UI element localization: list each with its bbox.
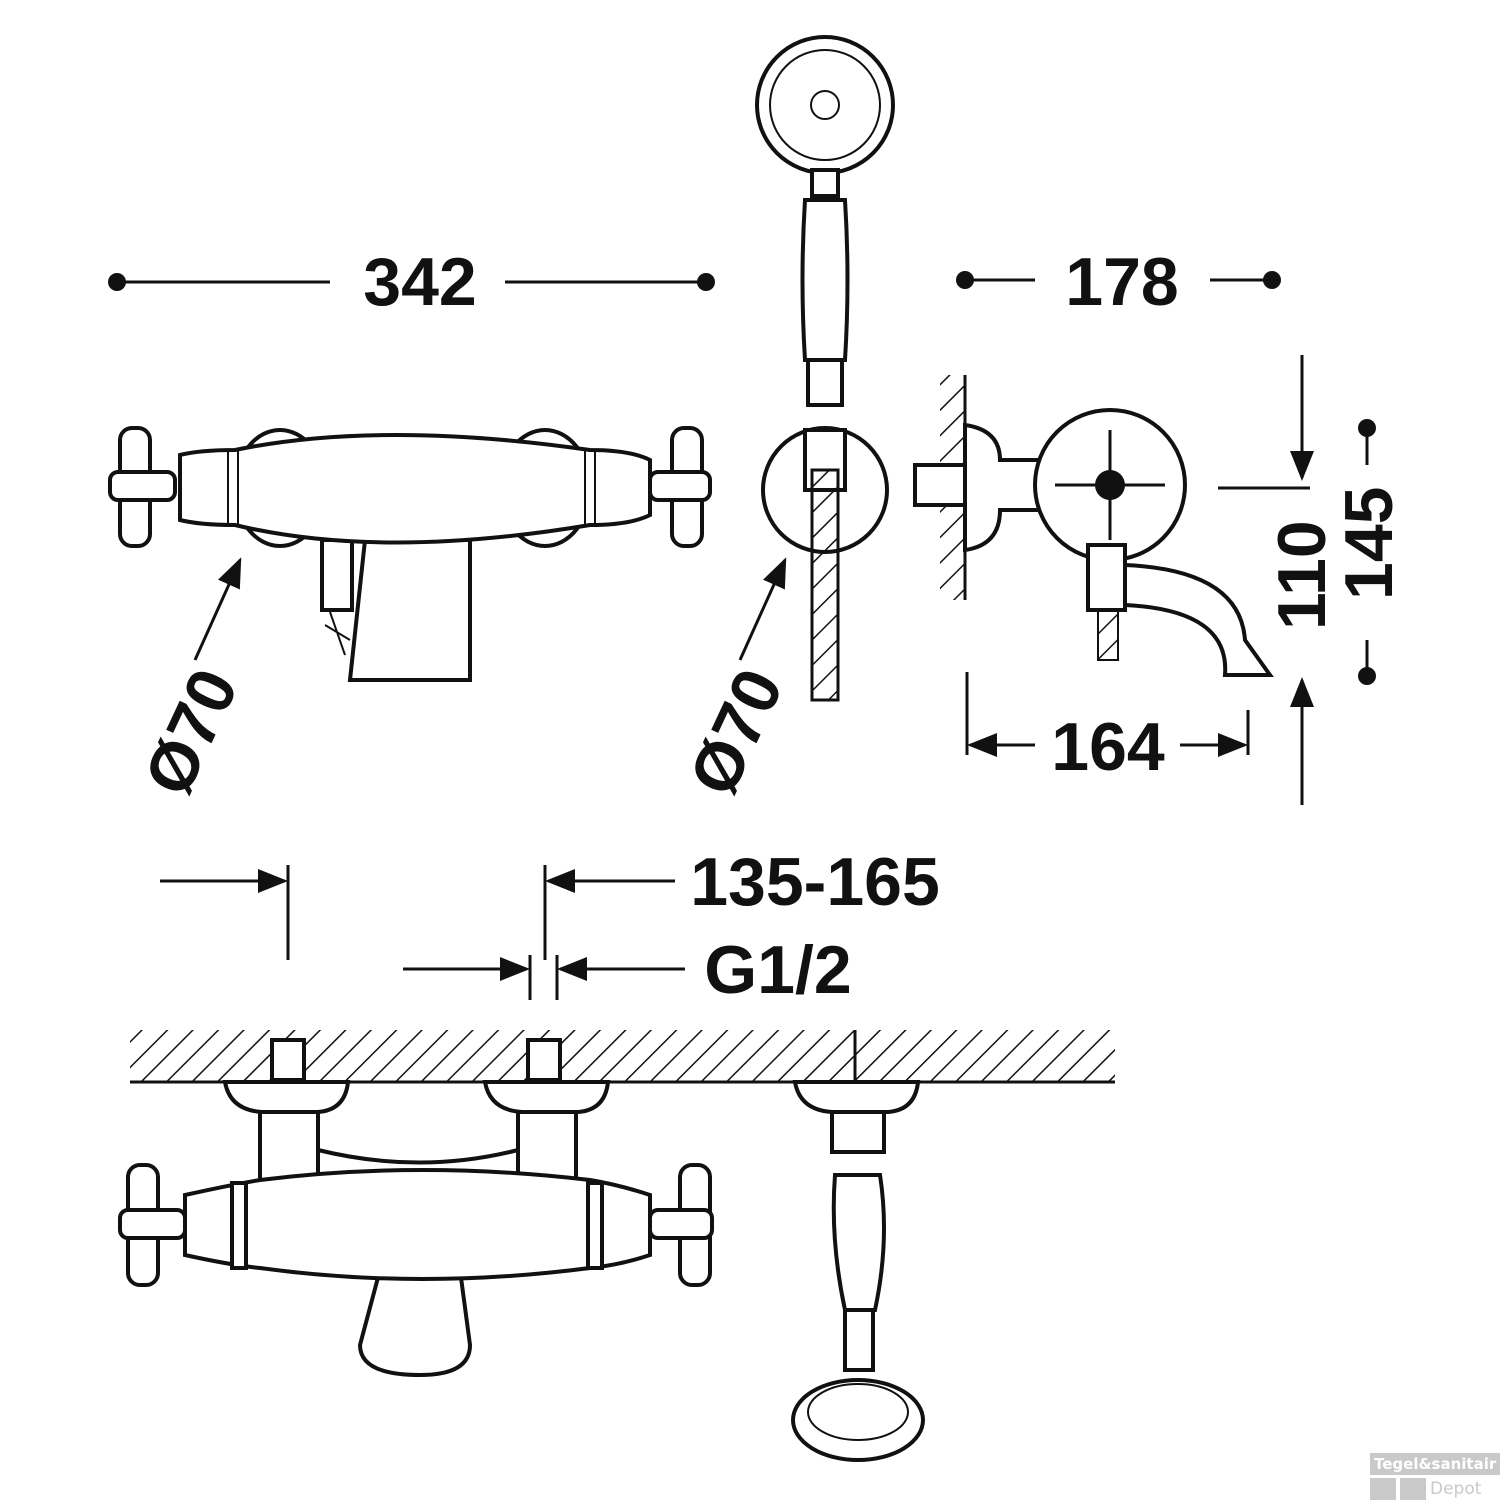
mixer-top-view	[118, 1030, 1115, 1462]
dimension-342: 342	[108, 244, 715, 320]
dimension-label: 145	[1331, 487, 1407, 600]
dimension-label: Ø70	[675, 658, 798, 807]
drop-icon	[1370, 1478, 1396, 1500]
tile-icon	[1400, 1478, 1426, 1500]
watermark-logo: Tegel&sanitair Depot	[1370, 1453, 1500, 1500]
watermark-text: Tegel&sanitair	[1370, 1453, 1500, 1475]
dimension-label: 110	[1264, 520, 1340, 630]
dimension-label: 342	[363, 244, 476, 320]
dimension-label: G1/2	[704, 932, 851, 1008]
watermark-subtext: Depot	[1430, 1479, 1482, 1499]
mixer-front-view: Ø70	[108, 426, 712, 807]
dimension-label: 135-165	[690, 844, 940, 920]
dimension-178: 178	[956, 244, 1281, 320]
bottom-dimensions: 135-165 G1/2	[160, 844, 940, 1008]
mixer-side-view: 110 145 164	[913, 355, 1407, 805]
dimension-label: 164	[1051, 709, 1165, 785]
dimension-label: 178	[1065, 244, 1178, 320]
dimension-label: Ø70	[130, 658, 253, 807]
hand-shower: Ø70	[675, 35, 895, 807]
